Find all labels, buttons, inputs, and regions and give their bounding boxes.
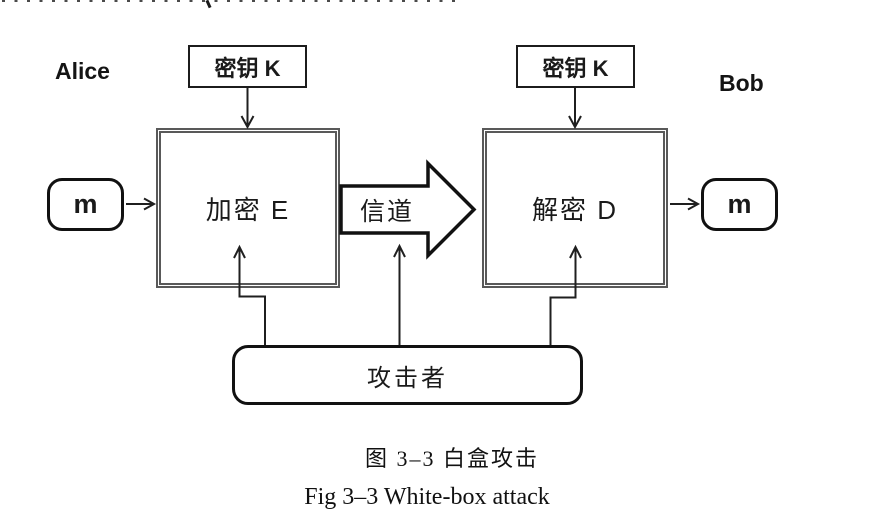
arrow-decrypt-to-message bbox=[670, 197, 701, 211]
key-box-left: 密钥 K bbox=[188, 45, 307, 88]
message-box-left-label: m bbox=[73, 189, 98, 219]
decrypt-box: 解密 D bbox=[482, 128, 668, 288]
channel-label: 信道 bbox=[359, 197, 414, 226]
key-box-right-label: 密钥 K bbox=[542, 55, 609, 81]
message-box-left: m bbox=[47, 178, 124, 231]
attacker-box-label: 攻击者 bbox=[367, 364, 448, 392]
decrypt-box-label: 解密 D bbox=[531, 194, 618, 225]
actor-label-bob: Bob bbox=[719, 70, 764, 96]
encrypt-box: 加密 E bbox=[156, 128, 340, 288]
figure-caption-en: Fig 3–3 White-box attack bbox=[304, 484, 550, 510]
message-box-right: m bbox=[701, 178, 778, 231]
arrow-keyright-to-decrypt bbox=[568, 88, 582, 130]
key-box-right: 密钥 K bbox=[516, 45, 635, 88]
clipped-text-fragments bbox=[2, 0, 460, 2]
attacker-box: 攻击者 bbox=[232, 345, 583, 405]
message-box-right-label: m bbox=[727, 189, 752, 219]
key-box-left-label: 密钥 K bbox=[214, 55, 281, 81]
arrow-message-to-encrypt bbox=[126, 197, 157, 211]
figure-caption-zh: 图 3–3 白盒攻击 bbox=[364, 446, 539, 471]
encrypt-box-label: 加密 E bbox=[205, 194, 291, 225]
arrow-attacker-to-channel bbox=[393, 243, 406, 345]
actor-label-alice: Alice bbox=[55, 58, 110, 84]
arrow-keyleft-to-encrypt bbox=[240, 88, 255, 130]
